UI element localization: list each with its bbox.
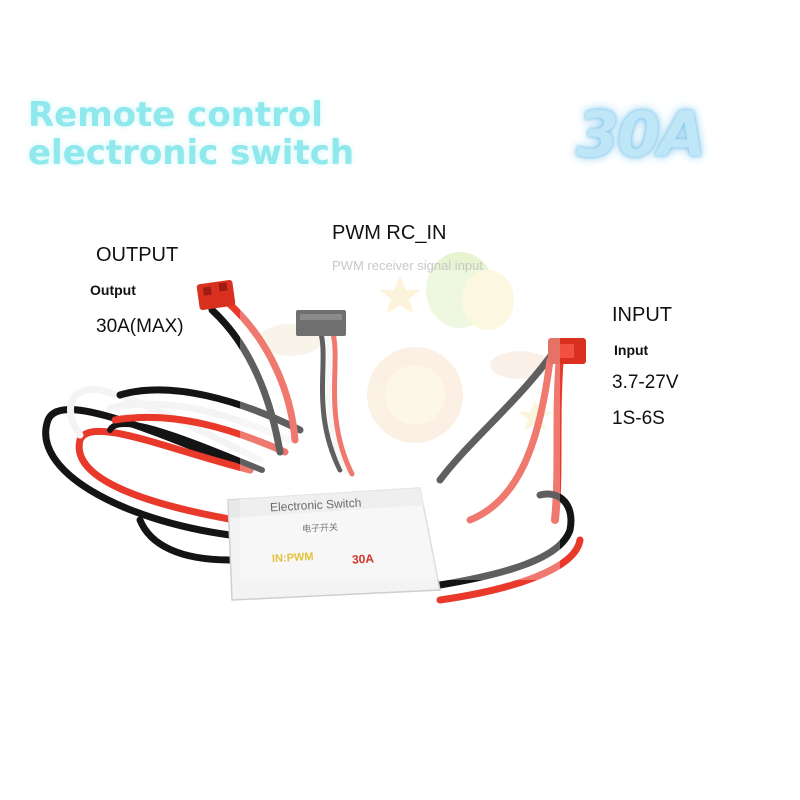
wire-bundle [42, 296, 584, 604]
input-subtitle: Input [614, 342, 649, 358]
module-label-input: IN:PWM [271, 550, 314, 566]
current-rating-badge: 30A [576, 98, 706, 171]
input-title: INPUT [612, 304, 672, 326]
pwm-subtitle: PWM receiver signal input [332, 258, 483, 273]
pwm-connector [296, 310, 346, 336]
module-label-rating: 30A [351, 551, 375, 567]
output-subtitle: Output [90, 282, 136, 298]
input-connector [548, 338, 586, 364]
output-rating: 30A(MAX) [96, 316, 184, 337]
input-cells: 1S-6S [612, 408, 665, 429]
product-title: Remote control electronic switch [28, 95, 355, 173]
watermark-decoration [258, 252, 552, 551]
switch-module [227, 487, 441, 601]
output-title: OUTPUT [96, 244, 179, 266]
output-connector [196, 280, 236, 310]
pwm-title: PWM RC_IN [332, 222, 447, 244]
watermark-overlay [240, 270, 560, 580]
input-voltage: 3.7-27V [612, 372, 679, 393]
module-label-chinese: 电子开关 [301, 522, 339, 534]
